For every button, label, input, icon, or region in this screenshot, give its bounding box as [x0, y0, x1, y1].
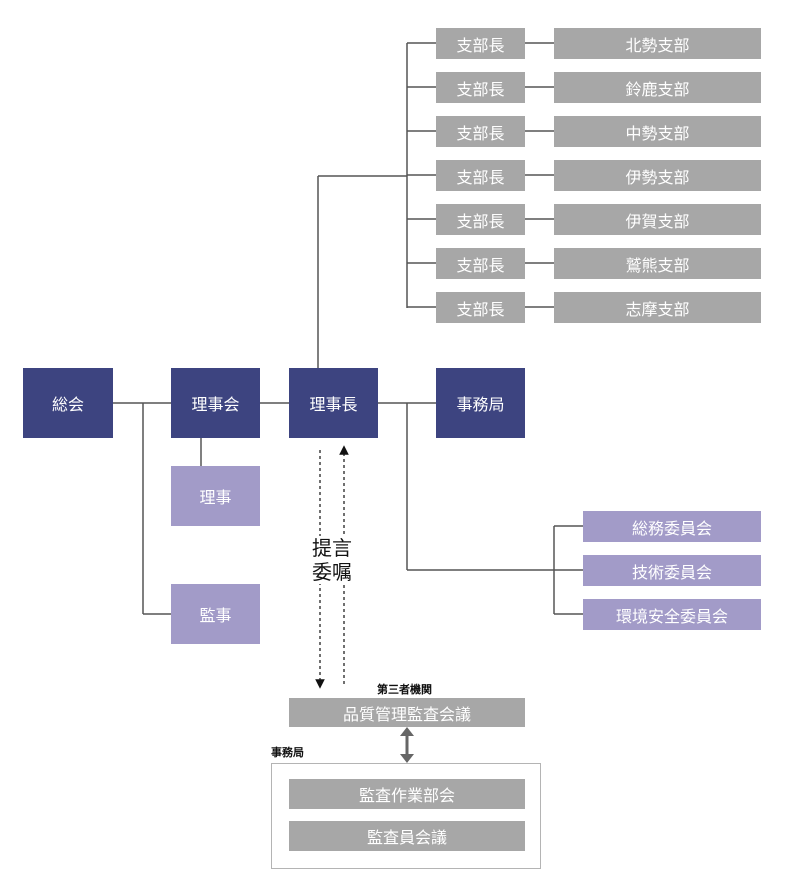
branch-head-label: 支部長 [456, 79, 505, 99]
chairman-label: 理事長 [309, 395, 358, 414]
commission-label: 委嘱 [312, 560, 352, 584]
branch-name-box: 伊勢支部 [554, 160, 761, 191]
branch-head-box: 支部長 [436, 292, 525, 323]
branch-head-label: 支部長 [456, 299, 505, 319]
branch-head-box: 支部長 [436, 160, 525, 191]
committee-label: 技術委員会 [631, 562, 712, 582]
quality-audit-council-box: 品質管理監査会議 [289, 698, 525, 727]
branch-head-label: 支部長 [456, 35, 505, 55]
board-label: 理事会 [191, 395, 240, 414]
branch-head-box: 支部長 [436, 116, 525, 147]
branch-head-box: 支部長 [436, 204, 525, 235]
branch-name-label: 中勢支部 [625, 123, 690, 143]
branch-name-box: 鷲熊支部 [554, 248, 761, 279]
branch-connectors [407, 42, 554, 308]
branch-name-label: 志摩支部 [625, 299, 690, 319]
branch-head-label: 支部長 [456, 123, 505, 143]
branch-name-box: 鈴鹿支部 [554, 72, 761, 103]
quality-audit-council-label: 品質管理監査会議 [342, 704, 471, 724]
branch-name-box: 伊賀支部 [554, 204, 761, 235]
branch-name-label: 伊勢支部 [625, 167, 690, 187]
branch-name-label: 伊賀支部 [625, 211, 690, 231]
branch-head-label: 支部長 [456, 211, 505, 231]
branch-head-box: 支部長 [436, 248, 525, 279]
secretariat-box: 事務局 [436, 368, 525, 438]
audit-secretariat-frame [271, 763, 541, 869]
directors-box: 理事 [171, 466, 260, 526]
branch-name-label: 北勢支部 [625, 35, 690, 55]
branch-name-box: 中勢支部 [554, 116, 761, 147]
audit-working-group-label: 監査作業部会 [358, 786, 455, 805]
auditor-meeting-label: 監査員会議 [366, 828, 447, 847]
committee-environment-safety-box: 環境安全委員会 [583, 599, 761, 630]
directors-label: 理事 [199, 488, 232, 507]
branch-name-box: 志摩支部 [554, 292, 761, 323]
council-link-arrow-down [400, 754, 414, 763]
audit-working-group-box: 監査作業部会 [289, 779, 525, 809]
branch-name-box: 北勢支部 [554, 28, 761, 59]
committee-label: 総務委員会 [631, 518, 712, 538]
branch-name-label: 鈴鹿支部 [625, 79, 690, 99]
general-assembly-label: 総会 [51, 395, 84, 414]
auditor-box: 監事 [171, 584, 260, 644]
audit-secretariat-label: 事務局 [271, 746, 304, 759]
secretariat-label: 事務局 [456, 395, 505, 414]
branch-head-box: 支部長 [436, 28, 525, 59]
committee-technical-box: 技術委員会 [583, 555, 761, 586]
relation-text: 提言 委嘱 [303, 536, 361, 584]
committee-label: 環境安全委員会 [615, 606, 728, 626]
committee-general-affairs-box: 総務委員会 [583, 511, 761, 542]
branch-head-label: 支部長 [456, 167, 505, 187]
recommendation-label: 提言 [312, 536, 352, 560]
council-link-arrow-up [400, 727, 414, 736]
general-assembly-box: 総会 [23, 368, 113, 438]
auditor-label: 監事 [199, 606, 232, 625]
board-box: 理事会 [171, 368, 260, 438]
branch-head-box: 支部長 [436, 72, 525, 103]
chairman-box: 理事長 [289, 368, 378, 438]
branch-head-label: 支部長 [456, 255, 505, 275]
branch-name-label: 鷲熊支部 [625, 255, 690, 275]
third-party-label: 第三者機関 [377, 683, 432, 696]
auditor-meeting-box: 監査員会議 [289, 821, 525, 851]
